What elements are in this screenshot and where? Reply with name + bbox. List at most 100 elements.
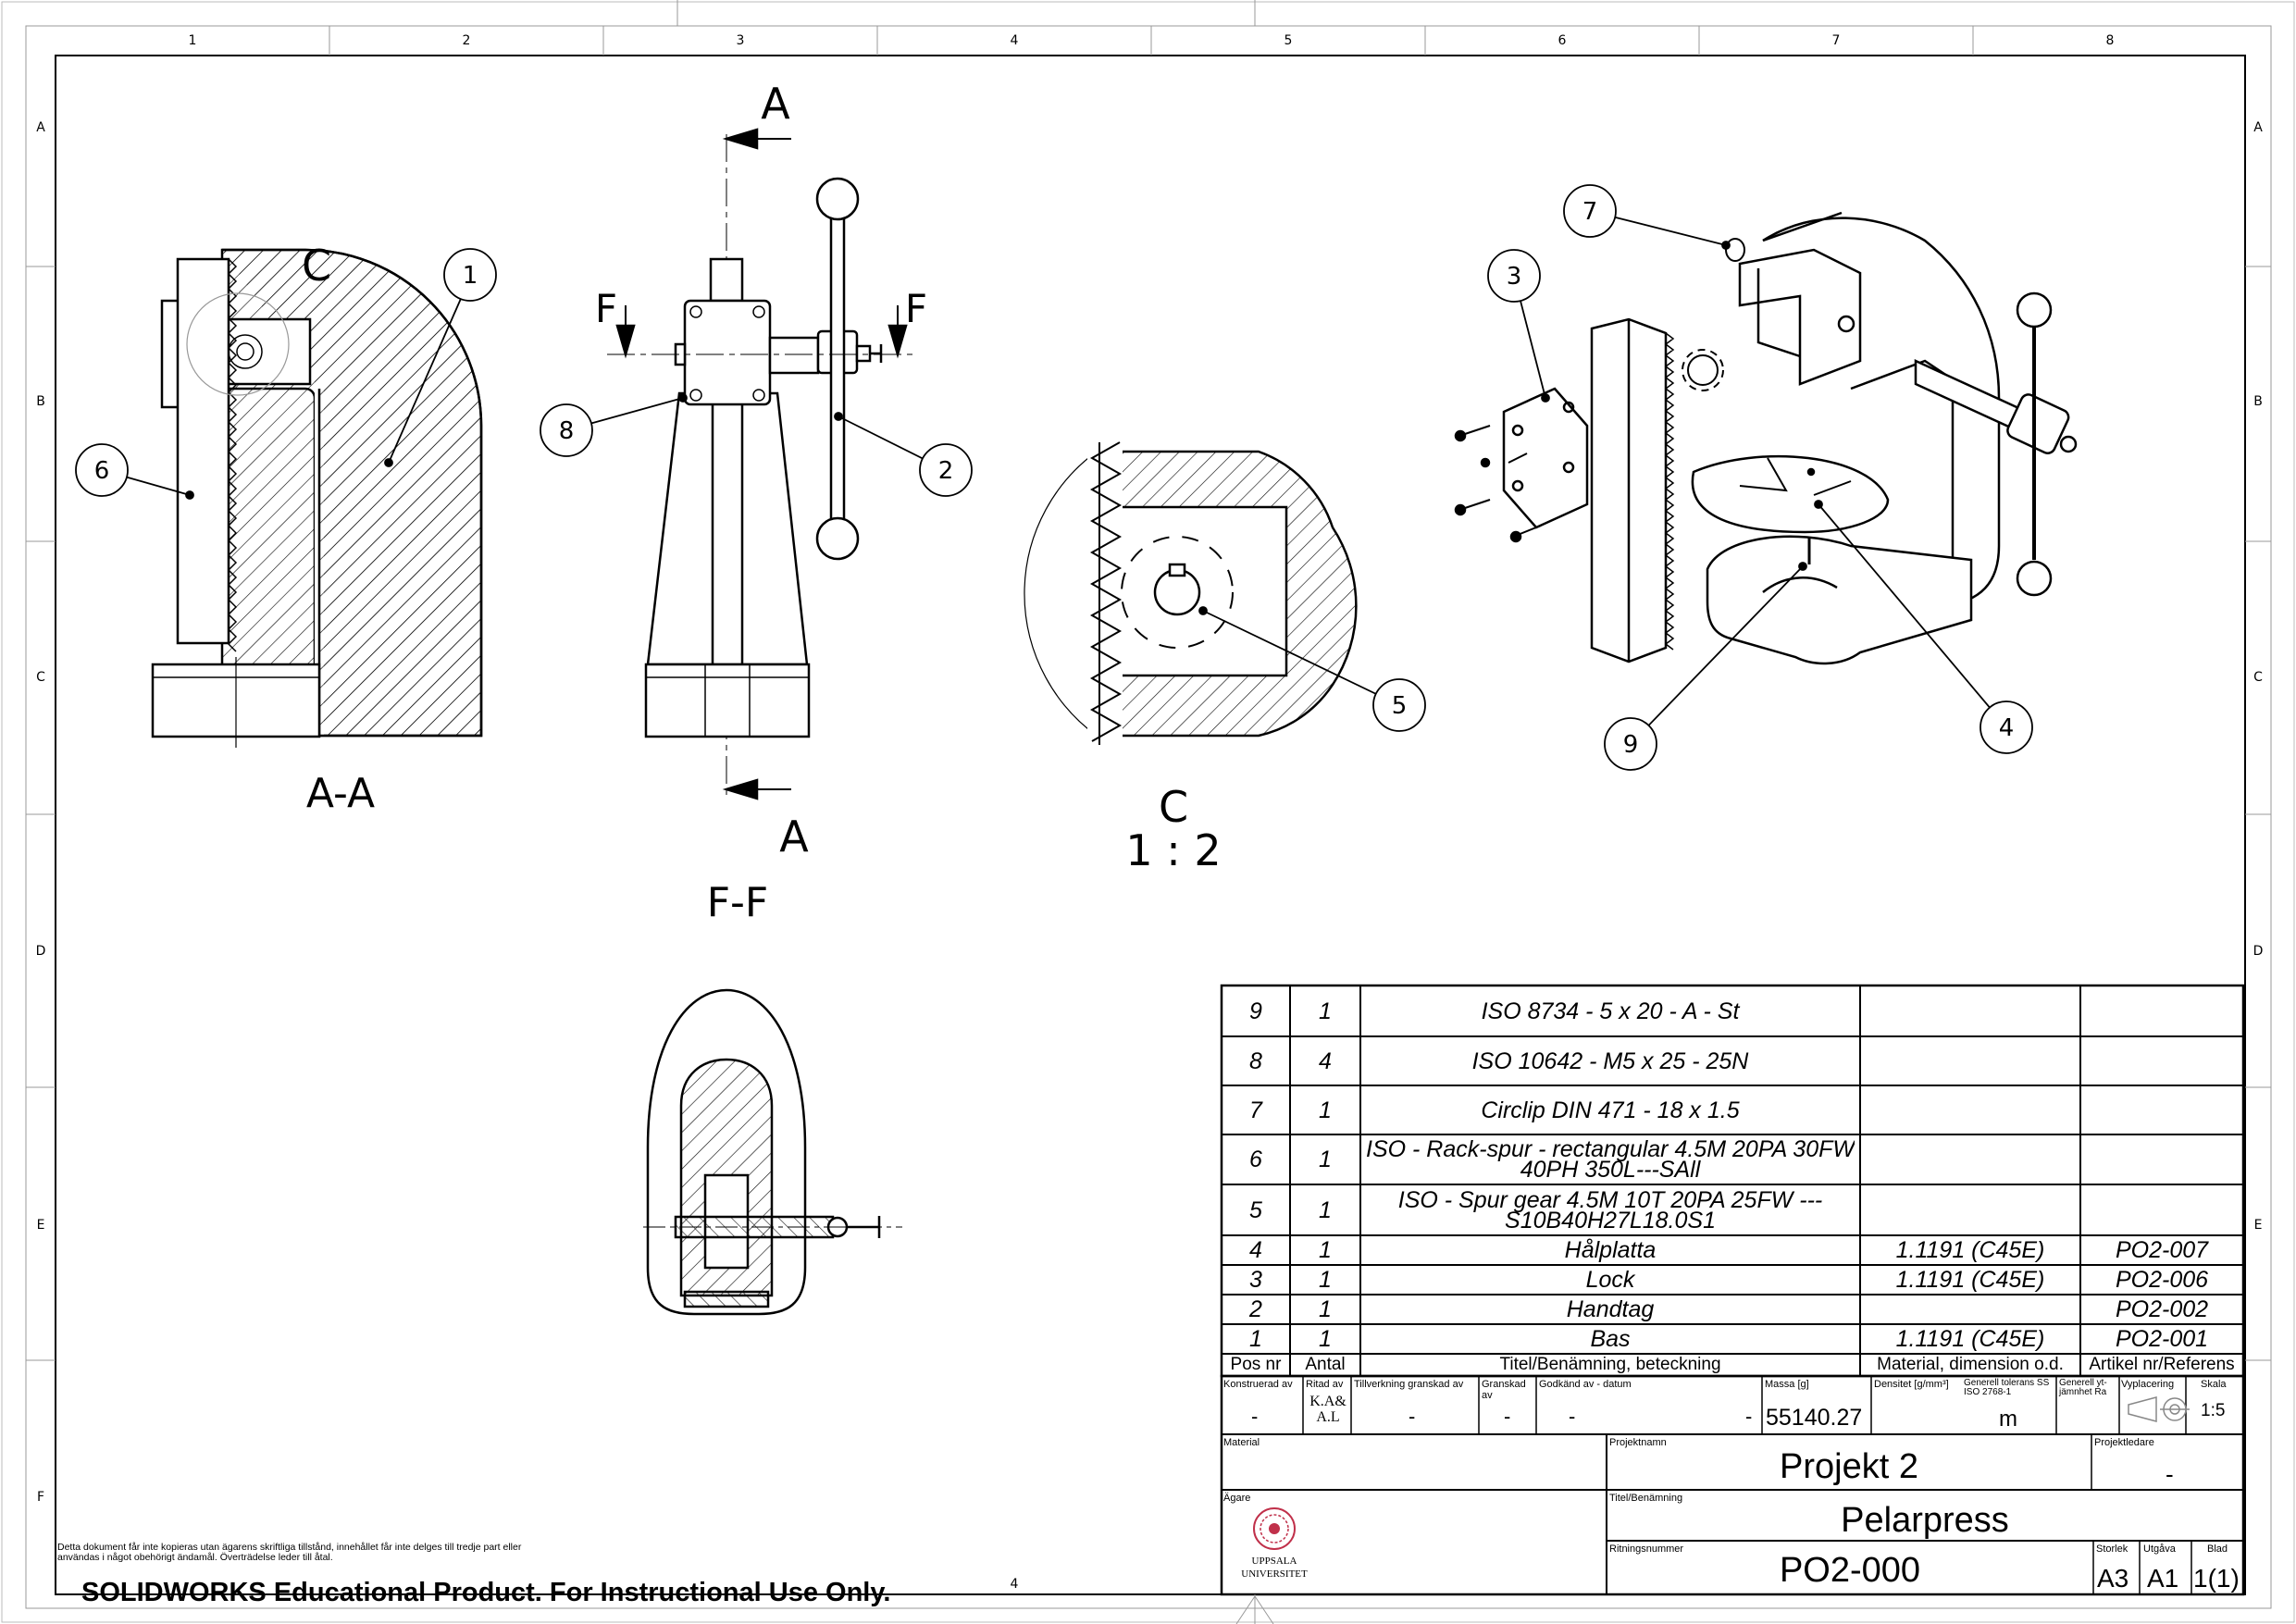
bom-title: ISO 10642 - M5 x 25 - 25N [1471,1048,1749,1074]
row-label: C [36,670,45,685]
value-blad: 1(1) [2193,1564,2240,1593]
bom-ref: PO2-001 [2115,1326,2209,1352]
row-label: A [36,120,45,135]
zone-ticks [26,0,2271,1361]
label-densitet: Densitet [g/mm³] [1874,1379,1949,1390]
bom-pos: 8 [1249,1048,1262,1074]
bom-pos: 3 [1249,1267,1262,1293]
col-label: 8 [2106,33,2115,48]
bom-title: Hålplatta [1564,1237,1657,1263]
balloon-labels: 1 2 3 4 5 6 7 8 9 [94,198,2015,759]
bom-table-grid [1220,984,2245,1596]
label-ritad: Ritad av [1306,1379,1344,1390]
row-label: B [36,394,45,409]
value-projektnamn: Projekt 2 [1780,1447,1918,1486]
bom-header-ref: Artikel nr/Referens [2089,1355,2235,1374]
col-label: 6 [1558,33,1567,48]
owner-name-1: UPPSALA [1252,1556,1297,1567]
bom-header-qty: Antal [1305,1355,1346,1374]
bom-title: ISO - Spur gear 4.5M 10T 20PA 25FW ---S1… [1397,1186,1823,1233]
bom-pos: 2 [1249,1296,1262,1322]
cut-label-f-right: F [905,286,927,331]
detail-c-label: C [1159,782,1188,832]
balloon-2: 2 [938,457,954,485]
balloon-1: 1 [463,262,478,290]
balloon-6: 6 [94,457,110,485]
col-label: 4 [1011,33,1019,48]
col-label: 2 [463,33,471,48]
row-label: D [36,944,46,959]
detail-marker-c: C [302,241,331,291]
balloon-3: 3 [1507,263,1522,291]
bom-header-pos: Pos nr [1230,1355,1282,1374]
label-skala: Skala [2201,1379,2227,1390]
uppsala-seal-icon [1253,1507,1296,1550]
owner-name-2: UNIVERSITET [1241,1568,1308,1580]
cut-label-f-left: F [595,286,617,331]
detail-c-view [1024,441,1358,745]
detail-c-scale: 1 : 2 [1125,825,1221,875]
projection-symbol-icon [2128,1396,2190,1422]
bom-qty: 1 [1319,998,1332,1024]
row-label: E [2254,1218,2263,1233]
value-skala: 1:5 [2201,1401,2226,1420]
balloon-4: 4 [1999,714,2015,742]
row-label: D [2253,944,2264,959]
section-ff-view [607,128,916,800]
watermark-text: SOLIDWORKS Educational Product. For Inst… [81,1578,891,1607]
row-label: C [2253,670,2263,685]
col-label: 5 [1285,33,1293,48]
label-massa: Massa [g] [1765,1379,1809,1390]
row-label: F [37,1490,44,1505]
bom-qty: 1 [1319,1237,1332,1263]
value-utgava: A1 [2147,1564,2179,1593]
row-label: E [37,1218,45,1233]
value-tillverkning: - [1409,1405,1416,1428]
value-titel: Pelarpress [1841,1501,2009,1540]
bom-title: ISO 8734 - 5 x 20 - A - St [1481,998,1740,1024]
bom-qty: 1 [1319,1097,1332,1123]
value-ritningsnummer: PO2-000 [1779,1551,1921,1590]
label-titel: Titel/Benämning [1609,1493,1683,1504]
footer-marks [1235,1594,1274,1624]
label-blad: Blad [2207,1543,2228,1555]
row-label: B [2253,394,2263,409]
value-ritad: K.A& A.L [1309,1394,1347,1425]
bom-title: Bas [1590,1326,1631,1352]
bom-title: ISO - Rack-spur - rectangular 4.5M 20PA … [1366,1136,1855,1183]
bom-material: 1.1191 (C45E) [1895,1237,2045,1263]
bom-pos: 1 [1249,1326,1262,1352]
balloon-9: 9 [1623,731,1639,759]
label-vyplacering: Vyplacering [2121,1379,2175,1390]
value-godkand-datum: - [1745,1405,1753,1428]
balloon-8: 8 [559,417,575,445]
isometric-exploded-view [1454,211,2078,665]
label-agare: Ägare [1223,1493,1251,1504]
bom-qty: 1 [1319,1326,1332,1352]
bom-ref: PO2-006 [2115,1267,2209,1293]
row-label: A [2253,120,2263,135]
value-storlek: A3 [2097,1564,2129,1593]
bom-qty: 1 [1319,1196,1332,1223]
label-storlek: Storlek [2096,1543,2128,1555]
label-projektledare: Projektledare [2094,1437,2154,1448]
bom-ref: PO2-002 [2115,1296,2209,1322]
label-utgava: Utgåva [2143,1543,2176,1555]
section-ff-label: F-F [707,879,769,926]
bom-qty: 4 [1319,1048,1332,1074]
label-godkand: Godkänd av - datum [1539,1379,1632,1390]
bom-material: 1.1191 (C45E) [1895,1267,2045,1293]
bom-header-title: Titel/Benämning, beteckning [1499,1355,1721,1374]
value-konstruerad: - [1251,1405,1259,1428]
bom-qty: 1 [1319,1267,1332,1293]
col-label: 1 [189,33,197,48]
disclaimer-text: Detta dokument får inte kopieras utan äg… [57,1542,522,1563]
label-ritningsnummer: Ritningsnummer [1609,1543,1684,1555]
bom-material: 1.1191 (C45E) [1895,1326,2045,1352]
bom-pos: 5 [1249,1196,1262,1223]
cut-label-a-bottom: A [779,812,809,862]
value-godkand: - [1569,1405,1576,1428]
label-projektnamn: Projektnamn [1609,1437,1667,1448]
